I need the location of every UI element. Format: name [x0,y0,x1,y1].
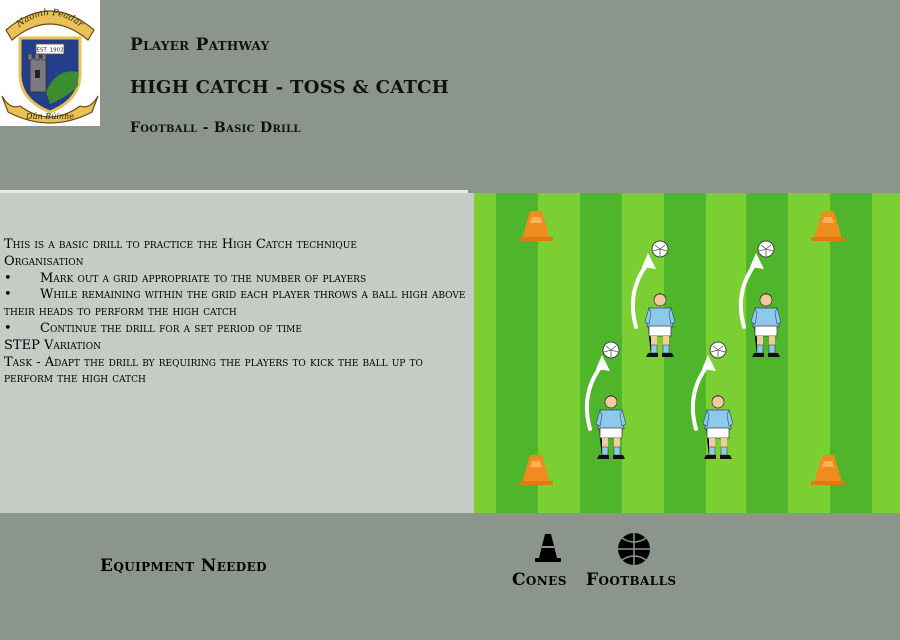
crest-bottom-text: Dún Búinne [25,112,74,121]
crest-est-text: EST. 1902 [36,48,63,54]
pitch-diagram [474,193,900,513]
football-icon [618,533,650,565]
ball-icon [602,341,620,359]
pathway-label: Player Pathway [130,35,270,55]
variation-heading: STEP Variation [4,337,101,353]
description-intro: This is a basic drill to practice the Hi… [4,237,357,252]
organisation-heading: Organisation [4,253,84,269]
cone-icon [535,534,561,562]
list-item: • Continue the drill for a set period of … [4,321,470,338]
bullet-text: Mark out a grid appropriate to the numbe… [40,270,367,286]
ball-icon [709,341,727,359]
ball-icon [651,240,669,258]
drill-title: HIGH CATCH - TOSS & CATCH [130,77,450,98]
variation-task: Task - Adapt the drill by requiring the … [4,354,423,387]
drill-subtitle: Football - Basic Drill [130,120,301,136]
bullet-marker: • [4,320,12,336]
header-divider [0,190,468,193]
ball-icon [757,240,775,258]
bullet-marker: • [4,270,12,286]
drill-description: This is a basic drill to practice the Hi… [4,237,470,388]
list-item: •While remaining within the grid each pl… [4,287,470,321]
list-item: • Mark out a grid appropriate to the numb… [4,271,470,288]
description-panel: This is a basic drill to practice the Hi… [0,193,474,513]
equipment-label: Equipment Needed [100,556,267,576]
bullet-text: Continue the drill for a set period of t… [40,320,302,336]
crest-icon: Naomh Peadar EST. 1902 Dún Búinne [1,8,99,124]
club-crest-logo: Naomh Peadar EST. 1902 Dún Búinne [0,0,100,126]
equipment-item-cones: Cones [512,570,567,590]
equipment-item-footballs: Footballs [586,570,677,590]
bullet-text: While remaining within the grid each pla… [4,287,466,320]
pitch-svg [474,193,900,513]
bullet-marker: • [4,287,12,303]
